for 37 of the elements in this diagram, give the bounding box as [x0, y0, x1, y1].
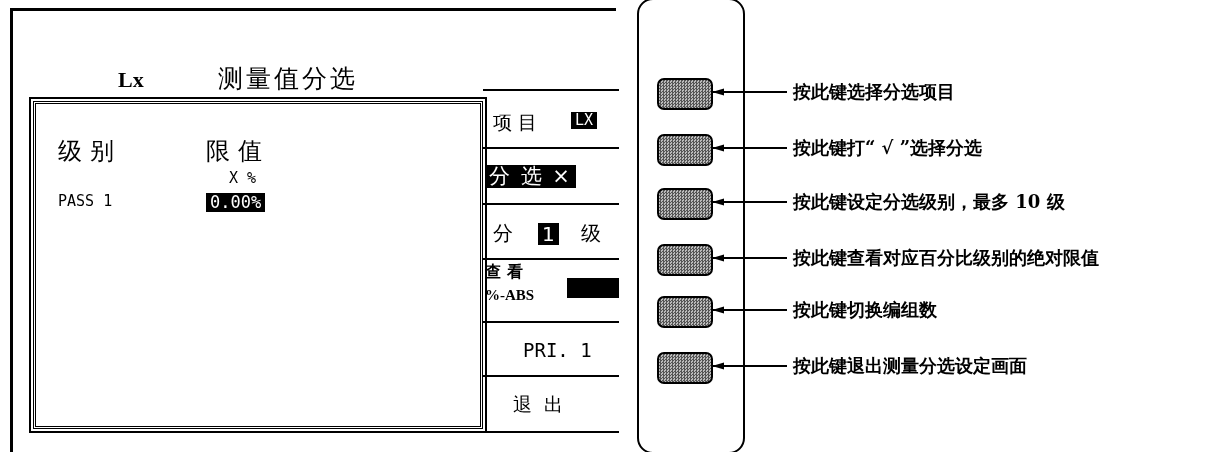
column-heading: 限 值 — [206, 139, 262, 163]
softkey-button — [657, 134, 713, 166]
leader-arrow — [711, 88, 788, 96]
screen-heading: Lx — [118, 69, 144, 91]
screen-frame — [10, 8, 616, 452]
leader-arrow — [711, 362, 788, 370]
menu-label: 项 目 — [493, 113, 538, 132]
softkey-button — [657, 244, 713, 276]
annotation-text: 按此键设定分选级别，最多 10 级 — [793, 190, 1065, 214]
level-label: PASS 1 — [58, 194, 113, 209]
annotation-text: 按此键打“ √ ”选择分选 — [793, 136, 983, 160]
leader-arrow — [711, 254, 788, 262]
softkey-menu-item — [483, 375, 619, 433]
menu-label: 退 出 — [513, 395, 567, 414]
annotation-text: 按此键选择分选项目 — [793, 80, 955, 104]
softkey-button — [657, 78, 713, 110]
annotation-text: 按此键退出测量分选设定画面 — [793, 354, 1027, 378]
unit-label: X % — [229, 171, 257, 186]
softkey-button — [657, 188, 713, 220]
annotation-text: 按此键查看对应百分比级别的绝对限值 — [793, 246, 1099, 270]
menu-label: %-ABS — [485, 288, 535, 303]
menu-value: 1 — [538, 223, 559, 245]
menu-label: PRI. 1 — [523, 341, 592, 360]
column-heading: 级 别 — [58, 139, 114, 163]
annotation-text: 按此键切换编组数 — [793, 298, 937, 322]
menu-label: 级 — [581, 223, 601, 243]
softkey-button — [657, 296, 713, 328]
menu-label: 分 — [493, 223, 513, 243]
leader-arrow — [711, 144, 788, 152]
softkey-button — [657, 352, 713, 384]
screen-heading: 测量值分选 — [218, 66, 358, 91]
leader-arrow — [711, 198, 788, 206]
menu-label: 分 选 × — [485, 165, 576, 188]
limit-value: 0.00% — [206, 193, 266, 212]
leader-arrow — [711, 306, 788, 314]
menu-value: LX — [571, 112, 598, 129]
key-panel — [637, 0, 745, 452]
